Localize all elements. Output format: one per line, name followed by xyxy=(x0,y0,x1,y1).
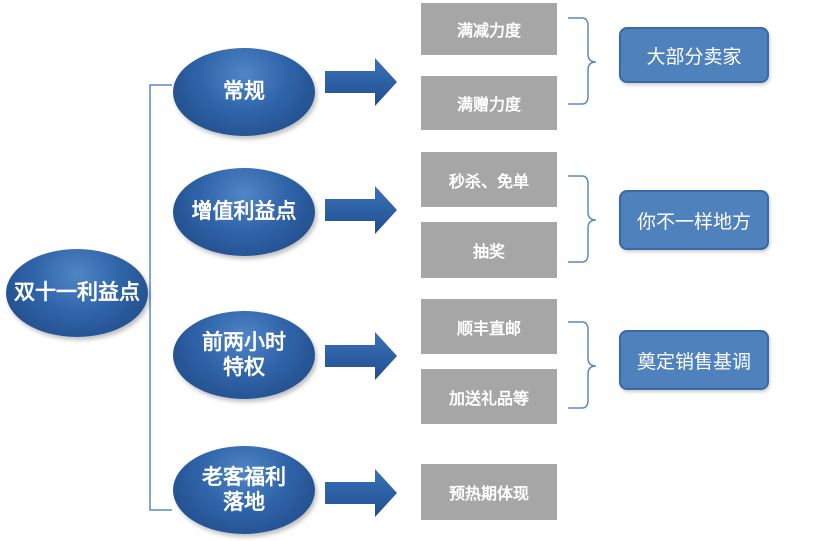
summary-box: 奠定销售基调 xyxy=(619,330,769,390)
detail-label: 满赠力度 xyxy=(456,95,521,114)
summary-box: 你不一样地方 xyxy=(619,190,769,250)
detail-label: 加送礼品等 xyxy=(448,388,529,408)
tree-bracket xyxy=(149,84,172,511)
summary-box: 大部分卖家 xyxy=(619,27,769,83)
detail-box: 抽奖 xyxy=(421,222,557,278)
root-label: 双十一利益点 xyxy=(14,280,140,305)
branch-label-line-1: 老客福利 xyxy=(202,464,286,489)
detail-box: 预热期体现 xyxy=(421,464,557,520)
branch-node-regular: 常规 xyxy=(173,48,315,136)
detail-box: 加送礼品等 xyxy=(421,369,557,424)
branch-label: 增值利益点 xyxy=(191,199,297,224)
branch-label-line-1: 前两小时 xyxy=(202,329,286,354)
branch-label: 常规 xyxy=(223,79,265,104)
detail-label: 抽奖 xyxy=(472,242,505,261)
branch-node-returning-customer: 老客福利 落地 xyxy=(173,446,315,534)
arrow-icon xyxy=(325,58,397,106)
branch-label-line-2: 特权 xyxy=(223,355,265,379)
arrow-icon xyxy=(325,186,397,234)
detail-box: 秒杀、免单 xyxy=(421,152,557,207)
curly-bracket xyxy=(568,175,597,263)
detail-label: 顺丰直邮 xyxy=(456,318,521,338)
detail-label: 满减力度 xyxy=(456,21,521,40)
arrow-icon xyxy=(325,469,397,517)
branch-node-value-added: 增值利益点 xyxy=(173,168,315,256)
summary-label: 大部分卖家 xyxy=(646,45,742,68)
detail-label: 预热期体现 xyxy=(448,484,529,503)
summary-label: 奠定销售基调 xyxy=(636,350,751,373)
branch-label-line-2: 落地 xyxy=(223,490,265,514)
curly-bracket xyxy=(568,321,597,409)
detail-box: 顺丰直邮 xyxy=(421,299,557,354)
detail-box: 满减力度 xyxy=(421,3,557,55)
root-node: 双十一利益点 xyxy=(6,249,148,337)
detail-label: 秒杀、免单 xyxy=(448,171,529,191)
branch-node-first-two-hours: 前两小时 特权 xyxy=(173,311,315,399)
curly-bracket xyxy=(568,17,597,105)
detail-box: 满赠力度 xyxy=(421,76,557,130)
summary-label: 你不一样地方 xyxy=(636,210,751,233)
arrow-icon xyxy=(325,332,397,380)
